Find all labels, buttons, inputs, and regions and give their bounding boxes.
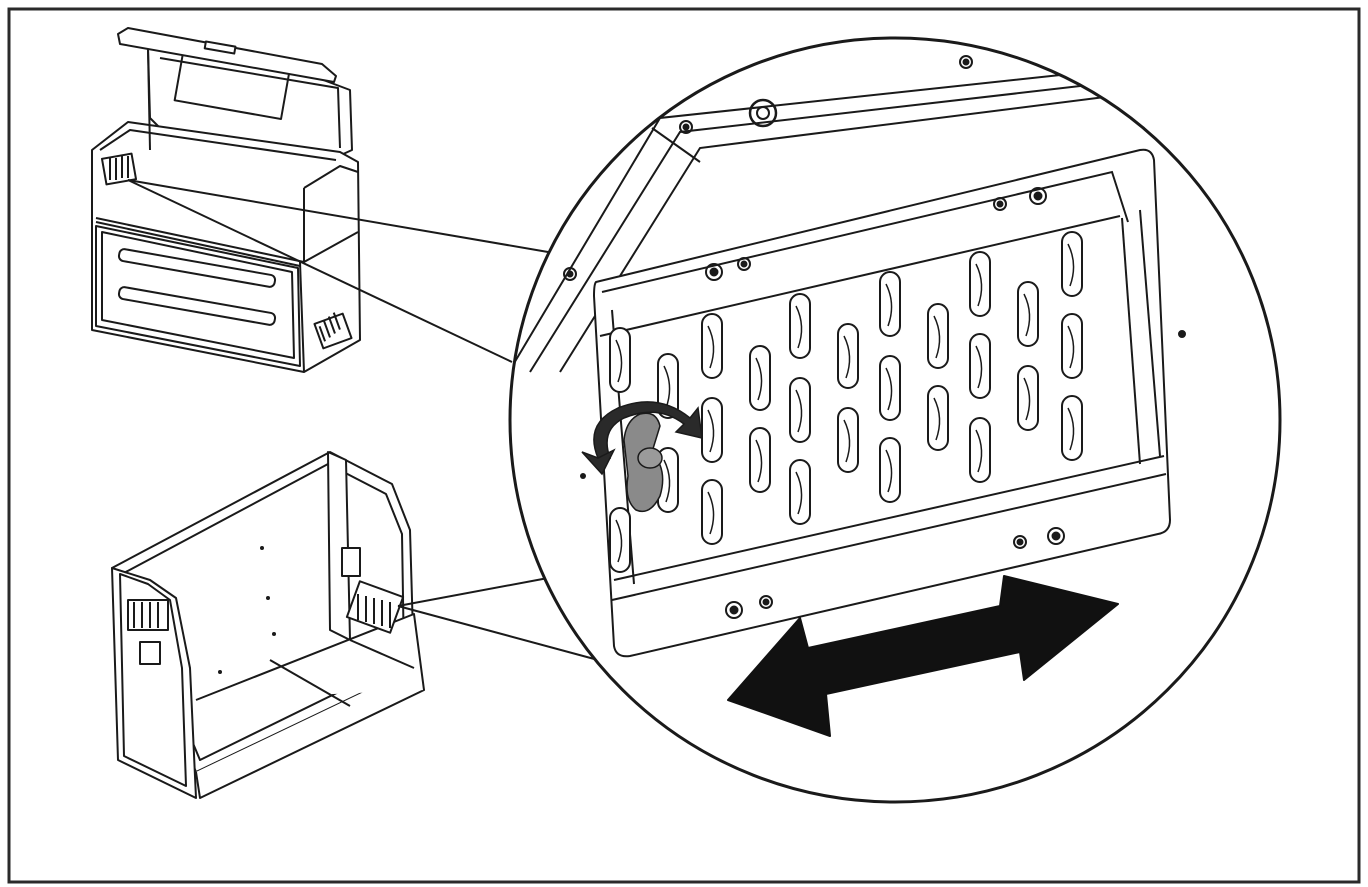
screw (679, 120, 693, 134)
louver-slot (1017, 281, 1039, 347)
screw (959, 55, 973, 69)
louver-fin (795, 389, 803, 433)
louver-slot (749, 427, 771, 493)
nut (748, 98, 778, 128)
louver-fin (843, 335, 851, 379)
louver-slot (749, 345, 771, 411)
louver-slot (927, 385, 949, 451)
louver-fin (1023, 293, 1031, 337)
louver-fin (1067, 407, 1075, 451)
panel-screws (218, 546, 276, 674)
louver-fin (707, 409, 715, 453)
louver-fin (975, 429, 983, 473)
louver-fin (795, 305, 803, 349)
louver-slot (789, 293, 811, 359)
rotate-arrow-icon (581, 401, 703, 476)
louver-slot (927, 303, 949, 369)
louver-slot (1061, 395, 1083, 461)
louver-slot (879, 437, 901, 503)
louver-slot (609, 327, 631, 393)
louver-fin (975, 263, 983, 307)
louver-slot (1061, 231, 1083, 297)
detail-zoom (510, 55, 1241, 658)
louver-slot (1061, 313, 1083, 379)
louver-slot (879, 355, 901, 421)
louver-fin (885, 449, 893, 493)
louver-fin (615, 519, 623, 563)
louver-fin (663, 459, 671, 503)
louver-slot (837, 407, 859, 473)
louver-slot (1017, 365, 1039, 431)
double-headed-arrow-icon (727, 575, 1119, 737)
louver-fin (615, 339, 623, 383)
louver-slot (701, 397, 723, 463)
enclosure-frame-no-lid (111, 451, 425, 799)
louver-fin (707, 491, 715, 535)
louver-slot (969, 417, 991, 483)
callout-leaders (127, 179, 599, 661)
louver-slot (789, 459, 811, 525)
louver-fin (933, 397, 941, 441)
louver-fin (1067, 325, 1075, 369)
screw (563, 267, 577, 281)
louver-fin (933, 315, 941, 359)
louver-fin (885, 367, 893, 411)
louver-fin (755, 357, 763, 401)
louver-slot (609, 507, 631, 573)
wing-knob (580, 412, 664, 513)
louver-slot (969, 333, 991, 399)
louver-slots (609, 231, 1083, 573)
louver-fin (755, 439, 763, 483)
louver-slot (879, 271, 901, 337)
louver-fin (795, 471, 803, 515)
louver-slot (701, 479, 723, 545)
louver-fin (975, 345, 983, 389)
louver-fin (707, 325, 715, 369)
louver-fin (885, 283, 893, 327)
louver-fin (843, 419, 851, 463)
enclosure-lid-open (91, 27, 361, 373)
louver-slot (657, 353, 679, 419)
louver-slot (701, 313, 723, 379)
louver-fin (1023, 377, 1031, 421)
louver-slot (969, 251, 991, 317)
louver-slot (837, 323, 859, 389)
louver-fin (1067, 243, 1075, 287)
frame-border (7, 7, 1361, 884)
louver-slot (789, 377, 811, 443)
